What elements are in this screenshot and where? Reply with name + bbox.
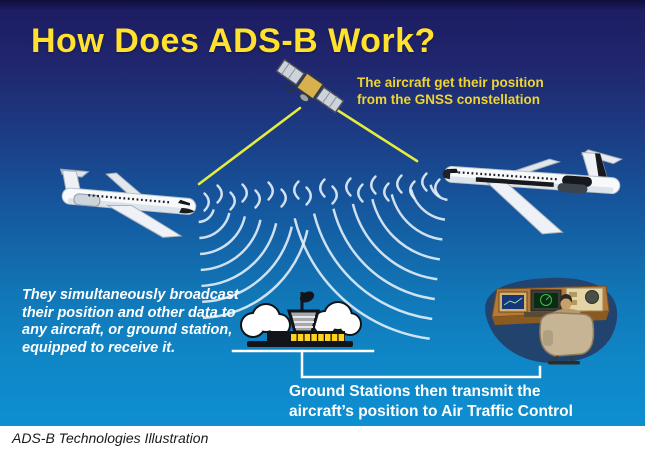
tower-windows	[291, 334, 345, 341]
gnss-link-line-right	[332, 106, 419, 163]
illustration-canvas: How Does ADS-B Work? The aircraft get th…	[0, 0, 645, 426]
caption-text: ADS-B Technologies Illustration	[12, 430, 209, 446]
broadcast-note: They simultaneously broadcast their posi…	[22, 287, 239, 356]
aircraft-left-icon	[59, 168, 197, 238]
aircraft-right-icon	[442, 149, 624, 235]
ground-station-note: Ground Stations then transmit the aircra…	[289, 383, 573, 420]
gnss-note: The aircraft get their position from the…	[357, 75, 544, 107]
broadcast-waves-horizontal	[203, 172, 441, 212]
atc-console-icon	[485, 277, 618, 365]
gnss-link-line-left	[197, 106, 302, 186]
page-title: How Does ADS-B Work?	[31, 22, 436, 60]
callout-bracket	[300, 349, 542, 379]
ground-station-icon	[240, 291, 362, 347]
gnss-signal-lines	[197, 106, 419, 186]
satellite-icon	[275, 58, 345, 114]
diagram-artwork	[59, 58, 624, 379]
caption-bar: ADS-B Technologies Illustration	[0, 426, 645, 475]
